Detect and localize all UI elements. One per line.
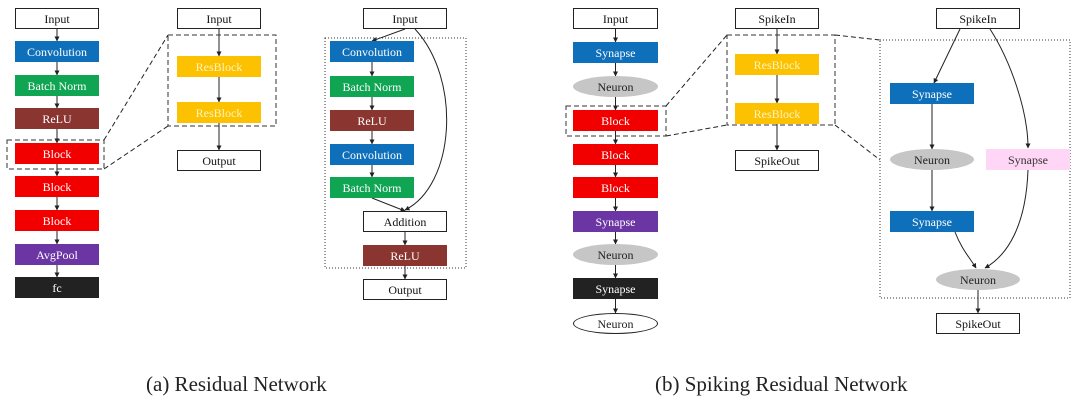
a-resblock-node-7: ReLU (363, 245, 447, 266)
b-main-node-8: Synapse (573, 278, 658, 299)
flow-arrow (371, 197, 406, 212)
a-main-node-6: Block (15, 210, 99, 231)
a-resblock-node-5: Batch Norm (330, 177, 414, 198)
a-zoom-guide-bottom (103, 125, 169, 170)
b-resblock-synapse-skip: Synapse (986, 149, 1070, 170)
a-highlight-resblocks (167, 34, 277, 127)
a-resblock-node-0: Input (363, 8, 447, 29)
a-main-node-2: Batch Norm (15, 75, 99, 96)
b-main-node-4: Block (573, 144, 658, 165)
caption-residual-network: (a) Residual Network (146, 372, 327, 396)
b-main-node-6: Synapse (573, 211, 658, 232)
flow-arrow (933, 28, 961, 84)
b-resblock-neuron-1: Neuron (890, 149, 974, 170)
a-main-node-7: AvgPool (15, 244, 99, 265)
b-skip-to-neuron (984, 169, 1029, 269)
b-main-node-1: Synapse (573, 42, 658, 63)
b-block-detail-node-3: SpikeOut (735, 150, 819, 171)
b-zoom-guide-right-bottom (834, 124, 881, 161)
b-block-detail-node-1: ResBlock (735, 54, 819, 75)
a-main-node-3: ReLU (15, 108, 99, 129)
b-zoom-guide-right-top (834, 34, 881, 41)
b-zoom-guide-top (665, 34, 728, 107)
a-main-node-0: Input (15, 8, 99, 29)
a-block-detail-node-2: ResBlock (177, 102, 261, 123)
a-main-node-1: Convolution (15, 41, 99, 62)
b-block-detail-node-0: SpikeIn (735, 8, 819, 29)
a-main-node-4: Block (15, 143, 99, 164)
a-resblock-region (324, 37, 467, 269)
a-resblock-node-2: Batch Norm (330, 76, 414, 97)
flow-arrow (371, 28, 406, 42)
b-highlight-block (565, 105, 667, 137)
a-resblock-node-1: Convolution (330, 41, 414, 62)
a-block-detail-node-3: Output (177, 150, 261, 171)
a-resblock-node-8: Output (363, 279, 447, 300)
a-skip-connection (404, 28, 448, 211)
flow-arrow (954, 231, 977, 269)
b-highlight-resblocks (726, 34, 836, 126)
b-resblock-synapse-2: Synapse (890, 211, 974, 232)
b-main-node-7: Neuron (573, 244, 658, 265)
b-resblock-spikein: SpikeIn (936, 8, 1020, 29)
b-main-node-2: Neuron (573, 76, 658, 97)
b-block-detail-node-2: ResBlock (735, 103, 819, 124)
a-highlight-block (6, 139, 105, 170)
b-zoom-guide-bottom (665, 124, 728, 137)
b-skip-connection (989, 28, 1031, 149)
b-resblock-synapse-1: Synapse (890, 83, 974, 104)
a-resblock-node-6: Addition (363, 211, 447, 232)
a-zoom-guide-top (103, 34, 169, 141)
b-main-node-3: Block (573, 110, 658, 131)
a-main-node-5: Block (15, 176, 99, 197)
a-block-detail-node-1: ResBlock (177, 56, 261, 77)
b-main-node-0: Input (573, 8, 658, 29)
b-resblock-region (879, 39, 1071, 299)
a-resblock-node-3: ReLU (330, 110, 414, 131)
caption-spiking-residual-network: (b) Spiking Residual Network (655, 372, 908, 396)
a-block-detail-node-0: Input (177, 8, 261, 29)
a-main-node-8: fc (15, 277, 99, 298)
a-resblock-node-4: Convolution (330, 144, 414, 165)
b-main-node-5: Block (573, 177, 658, 198)
b-resblock-spikeout: SpikeOut (936, 313, 1020, 334)
b-main-node-9: Neuron (573, 313, 658, 334)
b-resblock-neuron-2: Neuron (936, 269, 1020, 290)
